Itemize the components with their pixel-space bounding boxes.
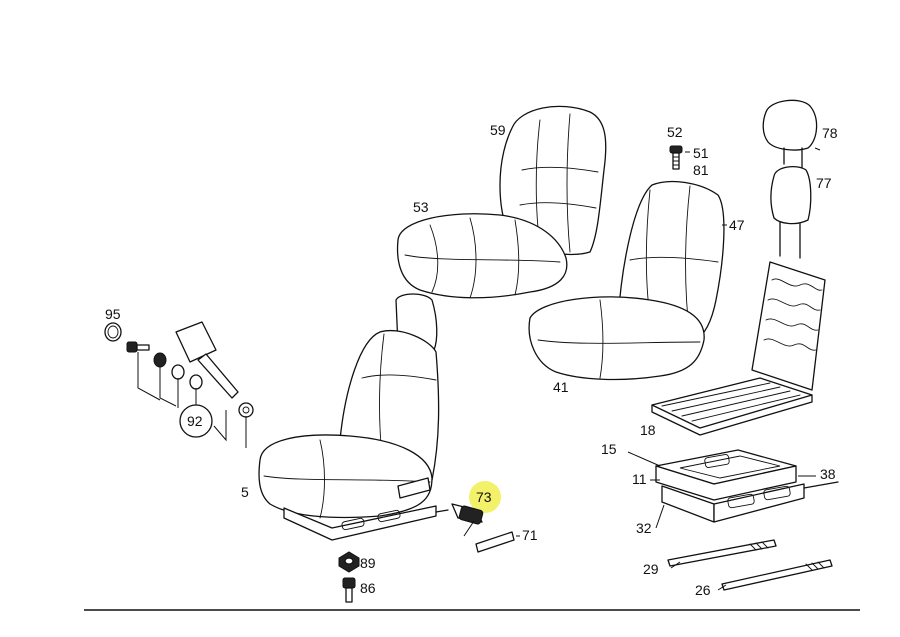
callout-59: 59	[490, 122, 506, 138]
callout-41: 41	[553, 379, 569, 395]
callout-11: 11	[632, 471, 647, 487]
callout-89: 89	[360, 555, 376, 571]
callout-15: 15	[601, 441, 617, 457]
part-5-complete-seat[interactable]	[258, 293, 449, 541]
callout-52: 52	[667, 124, 683, 140]
part-26-rail[interactable]	[721, 559, 833, 591]
callout-18: 18	[640, 422, 656, 438]
part-15-seat-base[interactable]	[655, 449, 839, 523]
callout-53: 53	[413, 199, 429, 215]
part-73-switch[interactable]	[451, 503, 484, 525]
leader-lines	[84, 147, 860, 611]
part-41-seat-shell[interactable]	[528, 296, 705, 381]
callout-32: 32	[636, 520, 652, 536]
callout-92: 92	[187, 413, 203, 429]
part-89-nut[interactable]	[338, 551, 360, 573]
callout-81: 81	[693, 162, 709, 178]
callout-5: 5	[241, 484, 249, 500]
callout-78: 78	[822, 125, 838, 141]
callout-95: 95	[105, 306, 121, 322]
part-29-rail[interactable]	[667, 539, 777, 567]
part-78-head-restraint[interactable]	[762, 99, 818, 169]
callout-73: 73	[476, 489, 492, 505]
part-92-belt-buckle-hardware[interactable]	[126, 321, 254, 448]
part-77-head-restraint[interactable]	[770, 165, 812, 259]
callout-29: 29	[643, 561, 659, 577]
callout-71: 71	[522, 527, 538, 543]
highlight-marker	[469, 481, 501, 513]
part-18-seat-frame[interactable]	[651, 261, 826, 436]
part-95-cap[interactable]	[104, 322, 122, 342]
callout-38: 38	[820, 466, 836, 482]
part-86-bolt[interactable]	[342, 577, 356, 603]
part-71-cover[interactable]	[475, 531, 515, 553]
callout-51: 51	[693, 145, 709, 161]
part-51-bolt[interactable]	[669, 145, 683, 170]
callout-77: 77	[816, 175, 832, 191]
callout-86: 86	[360, 580, 376, 596]
callout-labels: 59 53 52 51 81 47 78 77 95 92 41 18 15 1…	[105, 122, 838, 598]
callout-47: 47	[729, 217, 745, 233]
part-53-seat-cushion[interactable]	[396, 213, 568, 299]
callout-26: 26	[695, 582, 711, 598]
